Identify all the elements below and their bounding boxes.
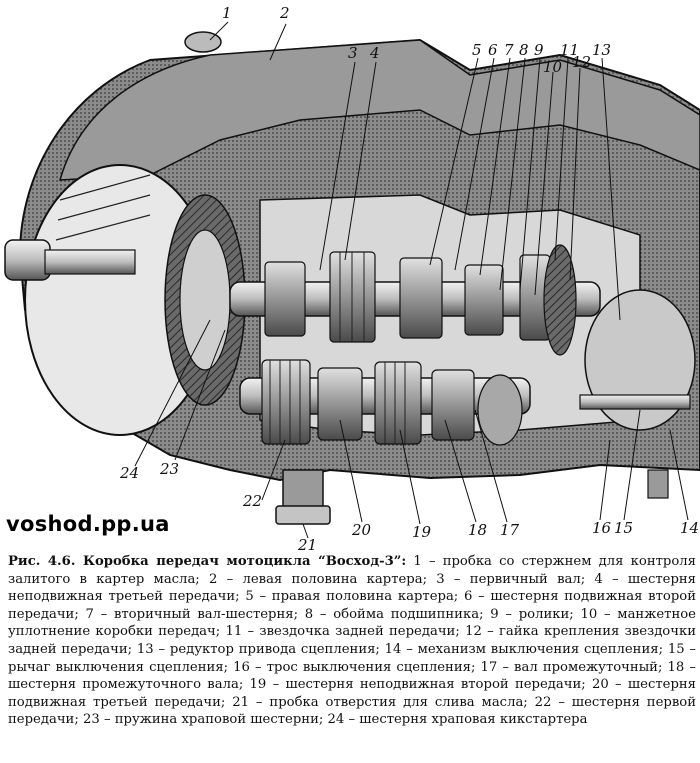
gear-layshaft-c (374, 361, 422, 445)
callout-18: 18 (468, 521, 488, 539)
callout-12: 12 (572, 53, 592, 71)
callout-14: 14 (680, 519, 700, 537)
callout-7: 7 (504, 41, 514, 59)
top-cover (58, 39, 700, 181)
site-watermark: voshod.pp.ua (6, 512, 170, 536)
gearbox-illustration: 1 2 3 4 5 6 7 8 9 10 11 12 13 14 15 16 1… (4, 4, 700, 553)
callout-22: 22 (243, 492, 263, 510)
callout-20: 20 (352, 521, 372, 539)
gear-primary-c (399, 257, 443, 339)
caption-lead: Рис. 4.6. Коробка передач мотоцикла “Вос… (8, 554, 407, 569)
callout-17: 17 (500, 521, 520, 539)
spline-shaft (44, 249, 136, 275)
gear-layshaft-d (431, 369, 475, 441)
gearbox-drawing (4, 21, 700, 539)
callout-8: 8 (519, 41, 529, 59)
callout-6: 6 (488, 41, 498, 59)
clutch-ring (179, 229, 231, 371)
callout-9: 9 (534, 41, 544, 59)
kickstart-shaft (4, 239, 51, 281)
figure-caption: Рис. 4.6. Коробка передач мотоцикла “Вос… (8, 553, 696, 729)
callout-24: 24 (120, 464, 140, 482)
callout-13: 13 (592, 41, 612, 59)
gear-layshaft-b (317, 367, 363, 441)
callout-2: 2 (280, 4, 290, 22)
callout-16: 16 (592, 519, 612, 537)
callout-21: 21 (298, 536, 318, 554)
drain-plug-body (282, 469, 324, 511)
callout-19: 19 (412, 523, 432, 541)
gear-primary-d (464, 264, 504, 336)
drain-plug-cap (275, 505, 331, 525)
callout-10: 10 (543, 58, 563, 76)
cable-bolt (647, 469, 669, 499)
callout-1: 1 (222, 4, 232, 22)
callout-5: 5 (472, 41, 482, 59)
callout-3: 3 (348, 44, 358, 62)
sprocket (543, 244, 577, 356)
callout-11: 11 (560, 41, 580, 59)
caption-body: 1 – пробка со стержнем для контроля зали… (8, 554, 696, 728)
gear-primary-a (264, 261, 306, 337)
filler-plug (184, 31, 222, 53)
gear-layshaft-a (261, 359, 311, 445)
callout-4: 4 (370, 44, 380, 62)
bearing (477, 374, 523, 446)
callout-23: 23 (160, 460, 180, 478)
callout-15: 15 (614, 519, 634, 537)
release-lever (579, 394, 691, 410)
